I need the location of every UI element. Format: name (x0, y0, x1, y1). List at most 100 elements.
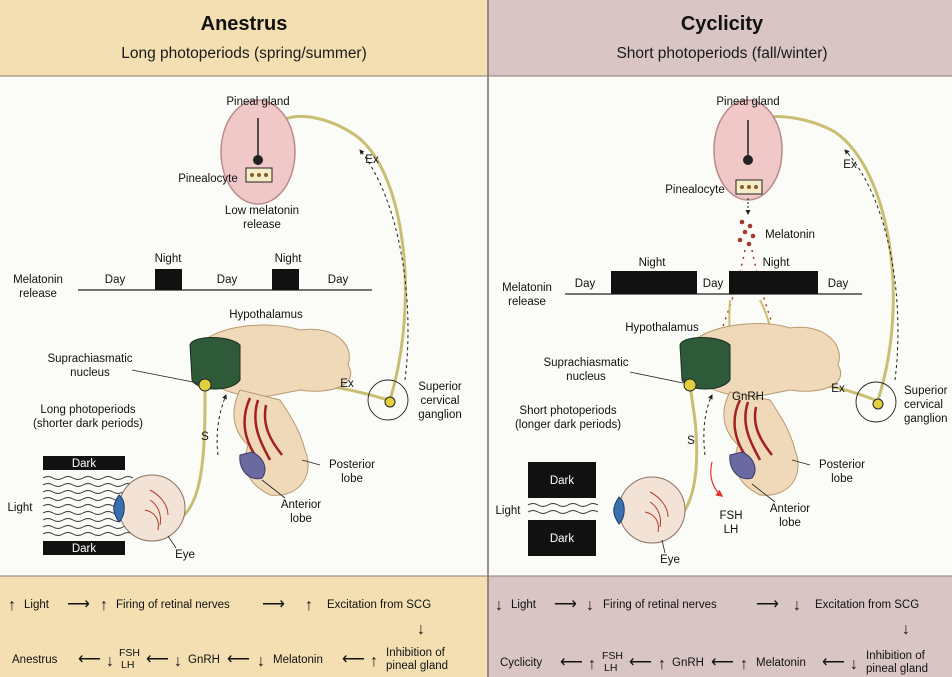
left-night-block-2 (272, 269, 299, 290)
left-scn-dot (199, 379, 211, 391)
right-down-arrow-firing: ↓ (586, 597, 594, 614)
left-release-line2: release (243, 219, 281, 231)
right-eyeball (619, 477, 685, 543)
right-up-arrow-gnrh: ↑ (658, 656, 666, 673)
left-timeline-night-2: Night (275, 253, 303, 265)
right-posterior-line1: Posterior (819, 459, 865, 471)
right-dark-bottom-label: Dark (550, 533, 575, 545)
left-foot-gnrh: GnRH (188, 654, 220, 666)
right-foot-light: Light (511, 599, 537, 611)
left-night-block-1 (155, 269, 182, 290)
left-pinealocyte-label: Pinealocyte (178, 173, 237, 185)
left-timeline-day-1: Day (105, 274, 126, 286)
left-title: Anestrus (201, 13, 288, 35)
right-timeline-night-1: Night (639, 257, 667, 269)
right-scn-dot (684, 379, 696, 391)
right-scg-line3: ganglion (904, 413, 947, 425)
left-timeline-day-3: Day (328, 274, 349, 286)
right-pinealocyte-label: Pinealocyte (665, 184, 724, 196)
right-foot-cyclicity: Cyclicity (500, 657, 542, 669)
left-left-arrow-2: ⟵ (146, 651, 169, 668)
right-down-arrow-column: ↓ (902, 621, 910, 638)
left-melatonin-release-line2: release (19, 288, 57, 300)
right-hypothalamus-label: Hypothalamus (625, 322, 699, 334)
left-foot-anestrus: Anestrus (12, 654, 58, 666)
right-header (488, 0, 952, 76)
right-anterior-line2: lobe (779, 517, 801, 529)
right-posterior-line2: lobe (831, 473, 853, 485)
left-release-line1: Low melatonin (225, 205, 299, 217)
right-down-arrow-light: ↓ (495, 597, 503, 614)
right-scn-line2: nucleus (566, 371, 606, 383)
left-scg-line2: cervical (421, 395, 460, 407)
left-ex-mid-label: Ex (340, 378, 354, 390)
left-down-arrow-column: ↓ (417, 621, 425, 638)
right-photo-line1: Short photoperiods (519, 405, 616, 417)
right-left-arrow-4: ⟵ (822, 654, 845, 671)
left-s-label: S (201, 431, 209, 443)
right-foot-excitation: Excitation from SCG (815, 599, 919, 611)
right-subtitle: Short photoperiods (fall/winter) (616, 45, 827, 62)
right-left-arrow-2: ⟵ (629, 654, 652, 671)
right-s-label: S (687, 435, 695, 447)
right-ex-top-label: Ex (843, 159, 857, 171)
right-night-block-2 (729, 271, 818, 294)
right-pinealocyte-body (743, 155, 753, 165)
left-melatonin-release-line1: Melatonin (13, 274, 63, 286)
left-left-arrow-4: ⟵ (342, 651, 365, 668)
left-dark-bottom-label: Dark (72, 543, 97, 555)
left-down-arrow-melatonin: ↓ (257, 653, 265, 670)
left-up-arrow-firing: ↑ (100, 597, 108, 614)
right-dark-top-label: Dark (550, 475, 575, 487)
right-scn-line1: Suprachiasmatic (543, 357, 628, 369)
right-timeline-night-2: Night (763, 257, 791, 269)
left-pinealocyte-body (253, 155, 263, 165)
left-anterior-line1: Anterior (281, 499, 321, 511)
left-posterior-line2: lobe (341, 473, 363, 485)
right-up-arrow-fsh: ↑ (588, 656, 596, 673)
right-anterior-line1: Anterior (770, 503, 810, 515)
right-timeline-day-2: Day (703, 278, 724, 290)
right-scg-dot (873, 399, 883, 409)
left-foot-firing: Firing of retinal nerves (116, 599, 230, 611)
right-gnrh-label: GnRH (732, 391, 764, 403)
left-pineal-label: Pineal gland (226, 96, 289, 108)
left-up-arrow-excitation: ↑ (305, 597, 313, 614)
left-foot-fsh: FSH (119, 647, 140, 659)
left-scg-line1: Superior (418, 381, 462, 393)
left-foot-inhibition-line2: pineal gland (386, 660, 448, 672)
left-foot-inhibition-line1: Inhibition of (386, 647, 446, 659)
right-photo-line2: (longer dark periods) (515, 419, 621, 431)
left-up-arrow-inhibition: ↑ (370, 653, 378, 670)
left-eyeball (119, 475, 185, 541)
left-scn-block (190, 338, 240, 390)
right-left-arrow-3: ⟵ (711, 654, 734, 671)
right-up-arrow-melatonin: ↑ (740, 656, 748, 673)
right-melatonin-release-line2: release (508, 296, 546, 308)
right-pineal-label: Pineal gland (716, 96, 779, 108)
right-lh-label: LH (724, 524, 739, 536)
right-right-arrow-2: ⟶ (756, 596, 779, 613)
right-right-arrow-1: ⟶ (554, 596, 577, 613)
left-ex-top-label: Ex (365, 154, 379, 166)
left-down-arrow-fsh: ↓ (106, 653, 114, 670)
left-light-label: Light (8, 502, 34, 514)
left-photo-line2: (shorter dark periods) (33, 418, 143, 430)
left-timeline-day-2: Day (217, 274, 238, 286)
left-scg-dot (385, 397, 395, 407)
right-down-arrow-excitation: ↓ (793, 597, 801, 614)
right-title: Cyclicity (681, 13, 764, 35)
left-header (0, 0, 488, 76)
left-right-arrow-1: ⟶ (67, 596, 90, 613)
right-foot-inhibition-line2: pineal gland (866, 663, 928, 675)
right-night-block-1 (611, 271, 697, 294)
right-scg-line1: Superior (904, 385, 948, 397)
left-timeline-night-1: Night (155, 253, 183, 265)
left-right-arrow-2: ⟶ (262, 596, 285, 613)
left-foot-melatonin: Melatonin (273, 654, 323, 666)
left-foot-light: Light (24, 599, 50, 611)
left-eye-label: Eye (175, 549, 195, 561)
right-timeline-day-1: Day (575, 278, 596, 290)
